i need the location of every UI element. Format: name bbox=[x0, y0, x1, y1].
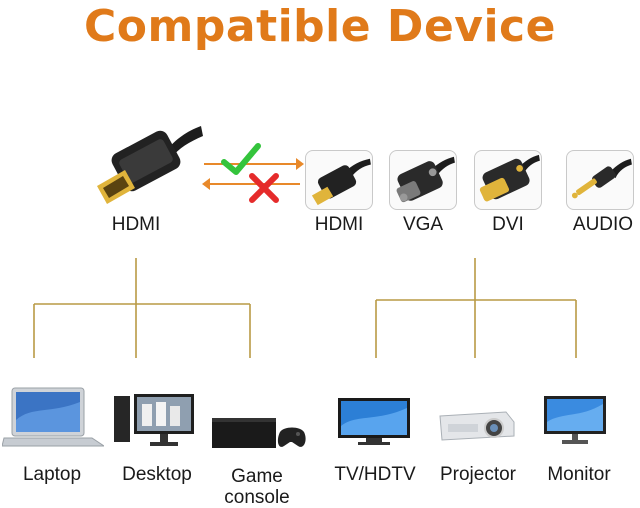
target-label-dvi: DVI bbox=[492, 214, 524, 235]
desktop-icon bbox=[112, 392, 200, 448]
tv-icon bbox=[336, 396, 412, 446]
target-box-dvi bbox=[474, 150, 542, 210]
cross-icon bbox=[249, 173, 279, 203]
target-box-vga bbox=[389, 150, 457, 210]
device-label-projector: Projector bbox=[439, 464, 517, 485]
audio-jack-icon bbox=[571, 158, 632, 199]
page-title: Compatible Device bbox=[84, 1, 556, 52]
target-label-audio: AUDIO bbox=[572, 214, 634, 235]
monitor-icon bbox=[542, 394, 608, 446]
target-box-audio bbox=[566, 150, 634, 210]
device-label-game-console: Game console bbox=[224, 466, 290, 508]
dvi-connector-icon bbox=[479, 154, 540, 202]
source-hdmi-label: HDMI bbox=[111, 214, 161, 235]
target-label-vga: VGA bbox=[402, 214, 444, 235]
device-label-desktop: Desktop bbox=[122, 464, 192, 485]
laptop-icon bbox=[2, 386, 104, 448]
compatibility-arrows bbox=[202, 143, 304, 203]
target-label-hdmi: HDMI bbox=[314, 214, 364, 235]
device-label-tv: TV/HDTV bbox=[334, 464, 416, 485]
hdmi-plug-icon bbox=[95, 112, 203, 206]
device-label-monitor: Monitor bbox=[547, 464, 611, 485]
projector-icon bbox=[436, 402, 516, 444]
check-icon bbox=[221, 143, 261, 175]
hdmi-port-icon bbox=[311, 158, 371, 206]
device-label-laptop: Laptop bbox=[22, 464, 82, 485]
target-box-hdmi bbox=[305, 150, 373, 210]
vga-connector-icon bbox=[396, 156, 455, 203]
game-console-icon bbox=[210, 410, 308, 454]
